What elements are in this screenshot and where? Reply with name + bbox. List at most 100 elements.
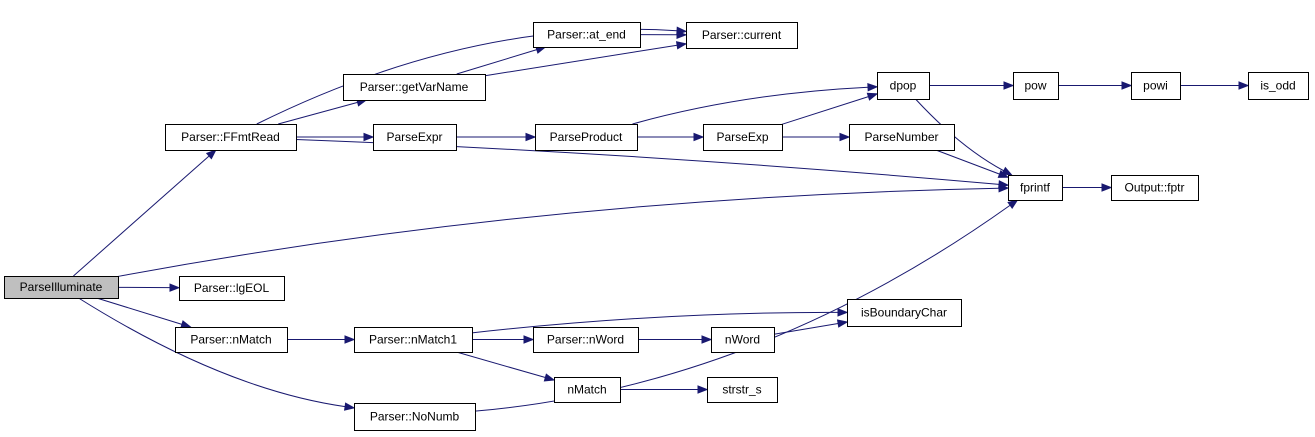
node-box bbox=[849, 124, 955, 151]
node-label: Parser::getVarName bbox=[360, 80, 469, 94]
arrowhead-parseilluminate-to-nonumb bbox=[343, 402, 356, 411]
node-parseexpr[interactable]: ParseExpr bbox=[373, 124, 457, 151]
node-at-end[interactable]: Parser::at_end bbox=[533, 22, 641, 48]
node-box bbox=[179, 276, 285, 301]
arrowhead-parsenumber-to-fprintf bbox=[997, 169, 1010, 178]
arrowhead-parseexp-to-dpop bbox=[866, 92, 879, 101]
arrowhead-nmatch-to-strstr-s bbox=[697, 385, 709, 394]
node-label: Output::fptr bbox=[1124, 181, 1184, 195]
node-strstr-s[interactable]: strstr_s bbox=[707, 377, 778, 403]
node-box bbox=[1131, 72, 1181, 100]
node-nonumb[interactable]: Parser::NoNumb bbox=[354, 403, 476, 431]
node-label: ParseProduct bbox=[550, 130, 623, 144]
edge-parseilluminate-to-fprintf bbox=[117, 187, 1000, 277]
node-box bbox=[4, 276, 119, 299]
node-lgeol[interactable]: Parser::lgEOL bbox=[179, 276, 285, 301]
node-box bbox=[877, 72, 930, 100]
arrowhead-getvarname-to-current bbox=[675, 41, 688, 50]
node-box bbox=[1013, 72, 1059, 100]
node-parseproduct[interactable]: ParseProduct bbox=[535, 124, 638, 151]
node-label: ParseExp bbox=[716, 130, 768, 144]
node-label: Parser::nMatch1 bbox=[369, 333, 457, 347]
node-box bbox=[354, 403, 476, 431]
node-label: ParseExpr bbox=[386, 130, 442, 144]
node-nword[interactable]: nWord bbox=[711, 327, 775, 353]
node-label: strstr_s bbox=[722, 383, 761, 397]
node-box bbox=[686, 22, 798, 49]
node-nmatch-parser[interactable]: Parser::nMatch bbox=[175, 327, 288, 353]
edge-parseexp-to-dpop bbox=[781, 96, 869, 125]
node-label: powi bbox=[1143, 79, 1168, 93]
node-label: Parser::FFmtRead bbox=[181, 130, 280, 144]
node-getvarname[interactable]: Parser::getVarName bbox=[343, 74, 486, 101]
node-box bbox=[847, 299, 962, 327]
arrowhead-nmatch1-to-nword-parser bbox=[523, 335, 535, 344]
arrowhead-parseexpr-to-parseproduct bbox=[525, 132, 537, 142]
node-label: Parser::current bbox=[702, 28, 782, 42]
arrowhead-ffmtread-to-fprintf bbox=[998, 180, 1010, 189]
arrowhead-powi-to-is-odd bbox=[1238, 81, 1250, 90]
node-nmatch1[interactable]: Parser::nMatch1 bbox=[354, 327, 473, 353]
arrowhead-nmatch-parser-to-nmatch1 bbox=[344, 335, 356, 344]
arrowhead-nmatch1-to-isboundarychar bbox=[837, 308, 849, 317]
node-box bbox=[175, 327, 288, 353]
node-label: pow bbox=[1024, 79, 1046, 93]
edge-parseilluminate-to-nmatch-parser bbox=[96, 297, 183, 325]
arrowhead-nword-parser-to-nword bbox=[701, 335, 713, 344]
arrowhead-dpop-to-fprintf bbox=[1001, 166, 1013, 176]
nodes-layer: ParseIlluminate Parser::FFmtReadParser::l… bbox=[4, 22, 1309, 431]
edges-layer bbox=[73, 26, 1250, 412]
node-label: Parser::lgEOL bbox=[194, 281, 270, 295]
arrowhead-pow-to-powi bbox=[1121, 81, 1133, 90]
node-fprintf[interactable]: fprintf bbox=[1008, 175, 1063, 201]
edge-nword-to-isboundarychar bbox=[773, 323, 839, 335]
node-box bbox=[343, 74, 486, 101]
node-label: is_odd bbox=[1260, 79, 1295, 93]
node-label: fprintf bbox=[1020, 181, 1051, 195]
node-label: dpop bbox=[890, 79, 917, 93]
node-ffmtread[interactable]: Parser::FFmtRead bbox=[165, 124, 297, 151]
arrowhead-fprintf-to-fptr bbox=[1101, 183, 1113, 192]
node-current[interactable]: Parser::current bbox=[686, 22, 798, 49]
arrowhead-parseproduct-to-dpop bbox=[867, 83, 879, 92]
node-box bbox=[533, 327, 639, 353]
arrowhead-dpop-to-pow bbox=[1003, 81, 1015, 90]
node-label: ParseNumber bbox=[864, 130, 938, 144]
arrowhead-parseexp-to-parsenumber bbox=[839, 132, 851, 142]
arrowhead-at-end-to-current bbox=[676, 30, 688, 40]
node-parseilluminate[interactable]: ParseIlluminate bbox=[4, 276, 119, 299]
arrowhead-nword-to-isboundarychar bbox=[836, 319, 849, 328]
node-label: Parser::NoNumb bbox=[370, 410, 460, 424]
node-box bbox=[703, 124, 783, 151]
edge-parsenumber-to-fprintf bbox=[935, 149, 1000, 175]
edge-ffmtread-to-getvarname bbox=[278, 101, 358, 125]
node-box bbox=[554, 377, 621, 403]
node-parsenumber[interactable]: ParseNumber bbox=[849, 124, 955, 151]
edge-parseproduct-to-dpop bbox=[632, 86, 869, 125]
node-nword-parser[interactable]: Parser::nWord bbox=[533, 327, 639, 353]
node-box bbox=[1248, 72, 1309, 100]
node-dpop[interactable]: dpop bbox=[877, 72, 930, 100]
arrowhead-nmatch1-to-nmatch bbox=[543, 373, 556, 382]
node-box bbox=[373, 124, 457, 151]
node-pow[interactable]: pow bbox=[1013, 72, 1059, 100]
arrowhead-parseilluminate-to-nmatch-parser bbox=[180, 320, 192, 329]
node-nmatch[interactable]: nMatch bbox=[554, 377, 621, 403]
node-powi[interactable]: powi bbox=[1131, 72, 1181, 100]
edge-nmatch1-to-isboundarychar bbox=[471, 311, 839, 334]
arrowhead-parseproduct-to-parseexp bbox=[693, 132, 705, 142]
edge-getvarname-to-current bbox=[484, 44, 678, 77]
edge-parseilluminate-to-ffmtread bbox=[73, 155, 210, 277]
edge-parseilluminate-to-nonumb bbox=[78, 297, 346, 408]
node-box bbox=[711, 327, 775, 353]
node-box bbox=[354, 327, 473, 353]
node-parseexp[interactable]: ParseExp bbox=[703, 124, 783, 151]
node-fptr[interactable]: Output::fptr bbox=[1111, 175, 1199, 201]
node-label: Parser::nMatch bbox=[190, 333, 271, 347]
node-isboundarychar[interactable]: isBoundaryChar bbox=[847, 299, 962, 327]
arrowhead-nonumb-to-fprintf bbox=[1007, 199, 1019, 209]
edge-dpop-to-fprintf bbox=[915, 98, 1004, 172]
node-is-odd[interactable]: is_odd bbox=[1248, 72, 1309, 100]
node-label: Parser::at_end bbox=[547, 28, 626, 42]
